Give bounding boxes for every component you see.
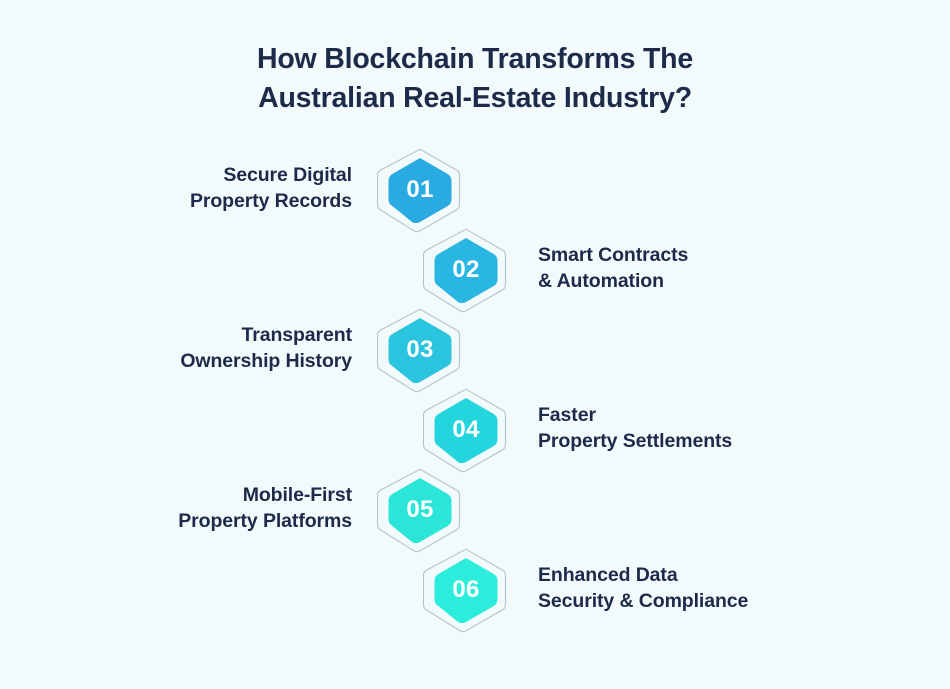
step-label-line-1: Secure Digital — [223, 164, 352, 186]
step-hexagon[interactable]: 05 — [377, 467, 463, 553]
step-label-line-1: Enhanced Data — [538, 564, 678, 586]
hexagon-outline-icon — [423, 228, 507, 313]
step-hexagon[interactable]: 01 — [377, 147, 463, 233]
hexagon-fill-icon — [434, 398, 498, 463]
step-label-line-1: Mobile-First — [242, 484, 352, 506]
page-title: How Blockchain Transforms The Australian… — [0, 40, 950, 118]
step-label: Smart Contracts & Automation — [538, 242, 918, 294]
step-label-line-2: Property Settlements — [538, 430, 733, 452]
hexagon-fill-icon — [388, 318, 452, 383]
step-hexagon[interactable]: 02 — [423, 227, 509, 313]
title-line-1: How Blockchain Transforms The — [256, 43, 694, 75]
step-hexagon[interactable]: 04 — [423, 387, 509, 473]
step-label-line-1: Faster — [538, 404, 596, 426]
hexagon-outline-icon — [377, 308, 461, 393]
step-label-line-2: Ownership History — [180, 350, 352, 372]
hexagon-fill-icon — [434, 558, 498, 623]
step-hexagon[interactable]: 06 — [423, 547, 509, 633]
hexagon-fill-icon — [388, 478, 452, 543]
title-line-2: Australian Real-Estate Industry? — [258, 82, 692, 114]
step-row: 02 Smart Contracts & Automation — [0, 227, 950, 313]
step-hexagon[interactable]: 03 — [377, 307, 463, 393]
step-label-line-1: Smart Contracts — [538, 244, 689, 266]
hexagon-outline-icon — [377, 468, 461, 553]
hexagon-outline-icon — [423, 388, 507, 473]
hexagon-outline-icon — [377, 148, 461, 233]
step-label-line-2: Property Records — [189, 190, 352, 212]
step-label-line-2: Property Platforms — [178, 510, 352, 532]
hexagon-fill-icon — [388, 158, 452, 223]
hexagon-fill-icon — [434, 238, 498, 303]
step-label-line-2: & Automation — [538, 270, 664, 292]
hexagon-outline-icon — [423, 548, 507, 633]
step-label-line-2: Security & Compliance — [538, 590, 749, 612]
step-label-line-1: Transparent — [241, 324, 352, 346]
